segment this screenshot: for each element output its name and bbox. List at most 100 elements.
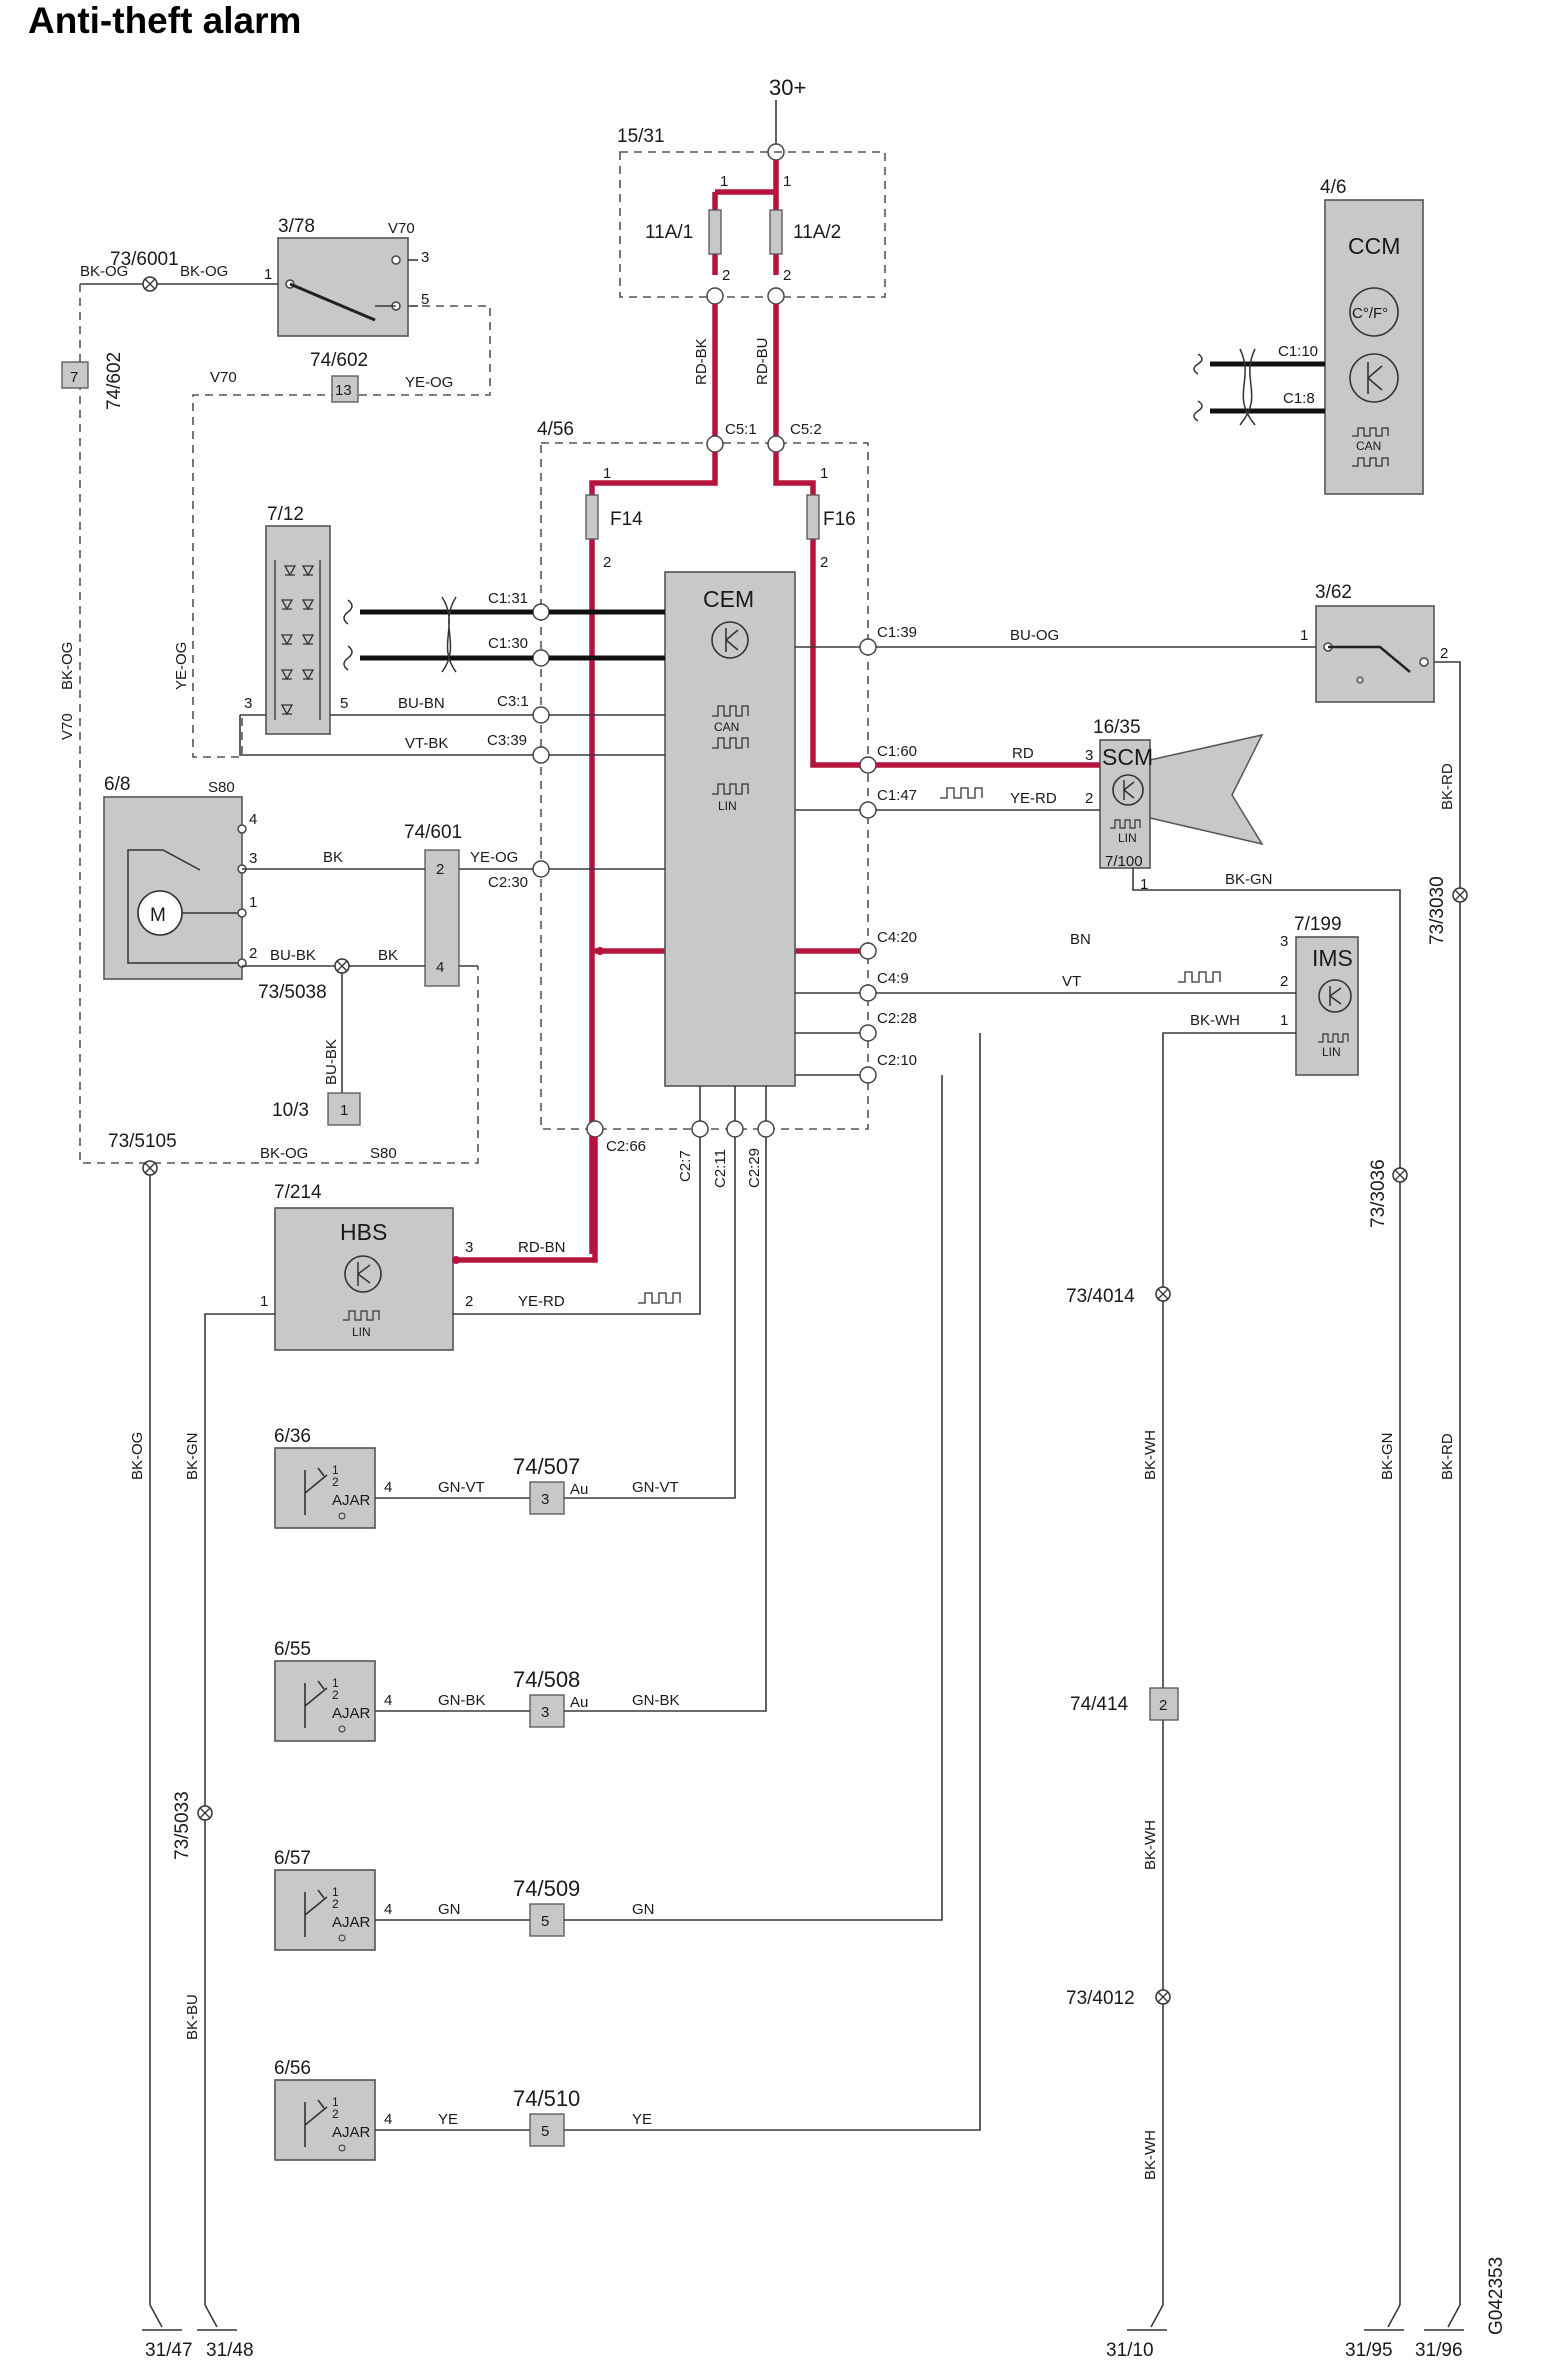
svg-text:1: 1 [720,173,728,190]
svg-text:3: 3 [541,1704,549,1721]
svg-text:BK-WH: BK-WH [1142,2130,1159,2180]
right-splices: 73/3030 73/3036 73/4014 BK-WH 2 74/414 B… [1066,876,1468,2180]
door-switch-id: 6/57 [274,1848,311,1869]
fuse-f16 [806,494,820,540]
svg-text:M: M [150,905,166,926]
svg-text:4: 4 [384,2111,392,2128]
door-switch-id: 6/55 [274,1639,311,1660]
connector-74-602-pin13 [331,375,359,403]
svg-text:C4:20: C4:20 [877,929,917,946]
svg-text:2: 2 [332,1475,339,1489]
svg-text:C1:60: C1:60 [877,743,917,760]
svg-text:3: 3 [249,850,257,867]
svg-text:2: 2 [722,267,730,284]
svg-text:C3:39: C3:39 [487,732,527,749]
svg-text:GN-BK: GN-BK [632,1692,680,1709]
svg-text:C1:31: C1:31 [488,590,528,607]
svg-text:BK-WH: BK-WH [1190,1012,1240,1029]
svg-text:3: 3 [1280,933,1288,950]
svg-text:C1:8: C1:8 [1283,390,1315,407]
ground-10-3 [327,1092,361,1126]
svg-text:7/100: 7/100 [1105,853,1143,870]
switch-3-62: 3/62 BU-OG 1 2 BK-RD BK-RD [876,582,1461,2305]
svg-text:V70: V70 [59,713,76,740]
door-switch-id: 6/36 [274,1426,311,1447]
svg-text:5: 5 [541,2123,549,2140]
svg-text:4: 4 [384,1901,392,1918]
door-switch-icon [304,1889,328,1937]
fuse-f14 [585,494,599,540]
svg-text:BK-GN: BK-GN [184,1432,201,1480]
sensor-7-12: 7/12 3 5 BU-BN VT-BK [239,504,533,756]
svg-text:C1:30: C1:30 [488,635,528,652]
svg-text:1: 1 [1140,876,1148,893]
svg-text:1: 1 [332,1885,339,1899]
svg-text:2: 2 [603,554,611,571]
svg-text:74/602: 74/602 [310,350,368,371]
svg-text:3: 3 [244,695,252,712]
svg-text:5: 5 [541,1913,549,1930]
svg-text:74/414: 74/414 [1070,1694,1129,1715]
svg-text:73/4012: 73/4012 [1066,1988,1135,2009]
svg-text:CAN: CAN [714,720,739,734]
svg-text:C°/F°: C°/F° [1352,305,1388,322]
svg-text:C1:10: C1:10 [1278,343,1318,360]
svg-text:YE-RD: YE-RD [518,1293,565,1310]
door-connector-id: 74/508 [513,1667,580,1692]
door-switch-id: 6/56 [274,2058,311,2079]
ims-7-199: 7/199 IMS LIN BN 3 VT 2 BK-WH 1 [876,914,1359,2305]
svg-text:3: 3 [1085,747,1093,764]
door-switch-icon [304,2099,328,2147]
svg-text:YE-RD: YE-RD [1010,790,1057,807]
svg-text:LIN: LIN [718,799,737,813]
svg-text:C3:1: C3:1 [497,693,529,710]
svg-text:GN-VT: GN-VT [632,1479,679,1496]
svg-text:C2:11: C2:11 [712,1149,729,1188]
fuse-11a2-label: 11A/2 [793,222,841,243]
splice-5105: 73/5105 BK-OG S80 BK-OG [108,1131,397,2305]
ground-31-10: 31/10 [1106,2340,1154,2361]
svg-text:BK: BK [323,849,343,866]
svg-text:7: 7 [70,369,78,386]
grounds: 31/47 31/48 31/10 31/95 31/96 G042353 [142,2257,1507,2361]
svg-text:GN: GN [632,1901,655,1918]
svg-text:5: 5 [340,695,348,712]
svg-text:74/601: 74/601 [404,822,462,843]
svg-text:VT-BK: VT-BK [405,735,448,752]
svg-text:73/6001: 73/6001 [110,249,179,270]
cem-module [664,571,796,1087]
svg-text:1: 1 [1280,1012,1288,1029]
wire-rd-bk: RD-BK [693,338,710,385]
svg-text:BU-BN: BU-BN [398,695,445,712]
door-switch-label: AJAR [332,1705,371,1722]
svg-text:V70: V70 [388,220,415,237]
left-harness: BK-OG BK-OG 73/6001 7 74/602 13 74/602 V… [59,249,491,1164]
svg-text:2: 2 [1085,790,1093,807]
svg-text:S80: S80 [208,779,235,796]
door-connector [529,1481,565,1515]
fuse-11a1-label: 11A/1 [645,222,693,243]
svg-text:73/3030: 73/3030 [1427,876,1448,945]
svg-text:7/214: 7/214 [274,1182,322,1203]
ground-31-48: 31/48 [206,2340,254,2361]
svg-text:F14: F14 [610,509,643,530]
svg-text:2: 2 [332,2107,339,2121]
svg-text:YE-OG: YE-OG [470,849,518,866]
svg-text:73/5033: 73/5033 [172,1791,193,1860]
svg-text:RD: RD [1012,745,1034,762]
fusebox-id: 15/31 [617,126,665,147]
door-switch-label: AJAR [332,1914,371,1931]
svg-text:BU-OG: BU-OG [1010,627,1059,644]
door-switch [274,1869,376,1951]
svg-text:CAN: CAN [1356,439,1381,453]
ground-31-95: 31/95 [1345,2340,1393,2361]
svg-text:2: 2 [783,267,791,284]
svg-text:IMS: IMS [1312,945,1353,971]
svg-text:4: 4 [436,959,444,976]
svg-text:1: 1 [260,1293,268,1310]
svg-text:1: 1 [820,465,828,482]
svg-text:2: 2 [332,1897,339,1911]
svg-text:3: 3 [421,249,429,266]
svg-text:VT: VT [1062,973,1081,990]
